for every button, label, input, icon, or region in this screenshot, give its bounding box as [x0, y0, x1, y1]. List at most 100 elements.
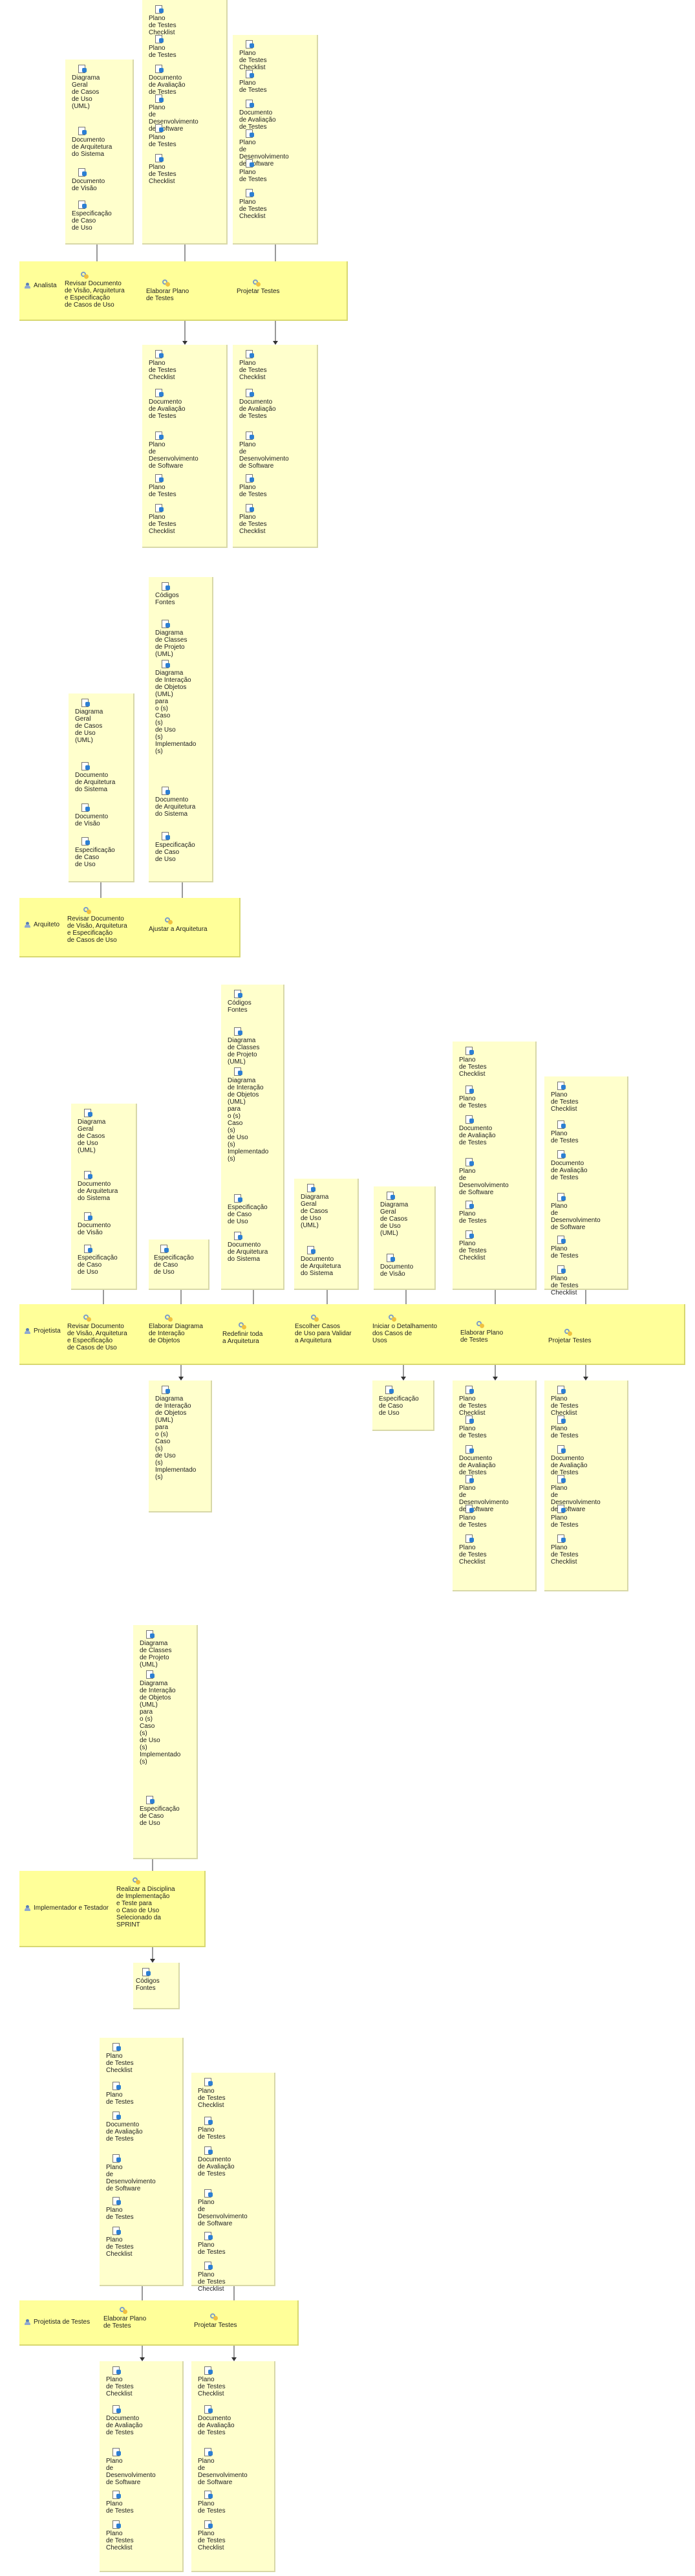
artifact-doc-avaliacao-testes[interactable]: Documento de Avaliação de Testes: [239, 100, 284, 131]
artifact-plano-testes-checklist[interactable]: Plano de Testes Checklist: [459, 1047, 504, 1078]
artifact-doc-avaliacao-testes[interactable]: Documento de Avaliação de Testes: [106, 2112, 151, 2143]
artifact-plano-testes-checklist[interactable]: Plano de Testes Checklist: [106, 2366, 151, 2397]
artifact-doc-avaliacao-testes[interactable]: Documento de Avaliação de Testes: [198, 2405, 243, 2436]
artifact-doc-visao[interactable]: Documento de Visão: [78, 1212, 123, 1236]
artifact-plano-testes-checklist[interactable]: Plano de Testes Checklist: [198, 2262, 243, 2293]
role-analista[interactable]: Analista: [25, 282, 57, 289]
artifact-plano-desenv-software[interactable]: Plano de Desenvolvimento de Software: [239, 431, 289, 470]
artifact-plano-testes-checklist[interactable]: Plano de Testes Checklist: [551, 1265, 596, 1296]
artifact-plano-testes[interactable]: Plano de Testes: [551, 1236, 596, 1260]
artifact-codigos-fontes[interactable]: Códigos Fontes: [228, 990, 273, 1014]
task-elaborar-plano-testes[interactable]: Elaborar Plano de Testes: [103, 2307, 146, 2330]
artifact-plano-testes[interactable]: Plano de Testes: [149, 474, 194, 498]
artifact-doc-avaliacao-testes[interactable]: Documento de Avaliação de Testes: [239, 389, 284, 420]
task-projetar-testes[interactable]: Projetar Testes: [237, 279, 280, 295]
artifact-especificacao-caso-uso[interactable]: Especificação de Caso de Uso: [155, 832, 200, 863]
artifact-diagrama-interacao-objetos[interactable]: Diagrama de Interação de Objetos (UML) p…: [140, 1670, 185, 1765]
artifact-doc-avaliacao-testes[interactable]: Documento de Avaliação de Testes: [149, 65, 194, 96]
artifact-plano-desenv-software[interactable]: Plano de Desenvolvimento de Software: [459, 1475, 509, 1513]
artifact-plano-testes[interactable]: Plano de Testes: [239, 159, 284, 183]
artifact-doc-avaliacao-testes[interactable]: Documento de Avaliação de Testes: [149, 389, 194, 420]
artifact-doc-arquitetura[interactable]: Documento de Arquitetura do Sistema: [301, 1246, 346, 1277]
artifact-plano-testes-checklist[interactable]: Plano de Testes Checklist: [551, 1082, 596, 1113]
artifact-plano-testes-checklist[interactable]: Plano de Testes Checklist: [239, 504, 284, 535]
artifact-plano-testes[interactable]: Plano de Testes: [459, 1415, 504, 1439]
artifact-plano-testes[interactable]: Plano de Testes: [551, 1415, 596, 1439]
artifact-especificacao-caso-uso[interactable]: Especificação de Caso de Uso: [75, 837, 120, 868]
artifact-especificacao-caso-uso[interactable]: Especificação de Caso de Uso: [78, 1245, 123, 1276]
artifact-plano-testes[interactable]: Plano de Testes: [239, 474, 284, 498]
artifact-doc-avaliacao-testes[interactable]: Documento de Avaliação de Testes: [459, 1445, 504, 1476]
task-elaborar-plano-testes[interactable]: Elaborar Plano de Testes: [146, 279, 189, 302]
artifact-doc-arquitetura[interactable]: Documento de Arquitetura do Sistema: [78, 1171, 123, 1202]
artifact-plano-testes-checklist[interactable]: Plano de Testes Checklist: [459, 1230, 504, 1261]
artifact-doc-avaliacao-testes[interactable]: Documento de Avaliação de Testes: [459, 1115, 504, 1146]
artifact-diagrama-geral-casos-uso[interactable]: Diagrama Geral de Casos de Uso (UML): [78, 1109, 123, 1154]
task-revisar-doc-visao[interactable]: Revisar Documento de Visão, Arquitetura …: [65, 272, 125, 309]
artifact-plano-desenv-software[interactable]: Plano de Desenvolvimento de Software: [551, 1193, 601, 1231]
role-implementador-testador[interactable]: Implementador e Testador: [25, 1905, 109, 1912]
artifact-especificacao-caso-uso[interactable]: Especificação de Caso de Uso: [140, 1796, 185, 1827]
artifact-diagrama-geral-casos-uso[interactable]: Diagrama Geral de Casos de Uso (UML): [72, 65, 117, 110]
artifact-plano-testes-checklist[interactable]: Plano de Testes Checklist: [149, 504, 194, 535]
artifact-doc-visao[interactable]: Documento de Visão: [75, 803, 120, 827]
artifact-doc-visao[interactable]: Documento de Visão: [380, 1254, 425, 1278]
role-projetista-testes[interactable]: Projetista de Testes: [25, 2319, 90, 2326]
task-projetar-testes[interactable]: Projetar Testes: [194, 2313, 237, 2329]
artifact-codigos-fontes[interactable]: Códigos Fontes: [155, 582, 200, 606]
artifact-plano-testes-checklist[interactable]: Plano de Testes Checklist: [459, 1386, 504, 1417]
task-revisar-doc-visao[interactable]: Revisar Documento de Visão, Arquitetura …: [67, 907, 127, 944]
artifact-plano-testes-checklist[interactable]: Plano de Testes Checklist: [198, 2520, 243, 2551]
artifact-plano-testes[interactable]: Plano de Testes: [551, 1505, 596, 1529]
artifact-plano-testes-checklist[interactable]: Plano de Testes Checklist: [239, 350, 284, 381]
artifact-especificacao-caso-uso[interactable]: Especificação de Caso de Uso: [379, 1386, 424, 1417]
artifact-plano-desenv-software[interactable]: Plano de Desenvolvimento de Software: [239, 129, 289, 168]
artifact-plano-desenv-software[interactable]: Plano de Desenvolvimento de Software: [459, 1158, 509, 1196]
artifact-plano-testes-checklist[interactable]: Plano de Testes Checklist: [239, 189, 284, 220]
task-iniciar-detalhamento[interactable]: Iniciar o Detalhamento dos Casos de Usos: [372, 1315, 437, 1344]
artifact-plano-testes[interactable]: Plano de Testes: [459, 1505, 504, 1529]
artifact-doc-arquitetura[interactable]: Documento de Arquitetura do Sistema: [155, 787, 200, 818]
artifact-plano-testes-checklist[interactable]: Plano de Testes Checklist: [551, 1534, 596, 1566]
artifact-diagrama-classes-projeto[interactable]: Diagrama de Classes de Projeto (UML): [228, 1027, 273, 1065]
artifact-plano-testes[interactable]: Plano de Testes: [198, 2491, 243, 2515]
artifact-plano-testes-checklist[interactable]: Plano de Testes Checklist: [106, 2043, 151, 2074]
artifact-doc-avaliacao-testes[interactable]: Documento de Avaliação de Testes: [198, 2146, 243, 2178]
role-projetista[interactable]: Projetista: [25, 1327, 61, 1335]
artifact-plano-testes-checklist[interactable]: Plano de Testes Checklist: [149, 5, 194, 36]
artifact-plano-testes-checklist[interactable]: Plano de Testes Checklist: [239, 40, 284, 71]
artifact-plano-testes-checklist[interactable]: Plano de Testes Checklist: [198, 2366, 243, 2397]
artifact-plano-testes-checklist[interactable]: Plano de Testes Checklist: [106, 2520, 151, 2551]
artifact-plano-testes[interactable]: Plano de Testes: [106, 2491, 151, 2515]
task-revisar-doc-visao[interactable]: Revisar Documento de Visão, Arquitetura …: [67, 1315, 127, 1351]
artifact-doc-arquitetura[interactable]: Documento de Arquitetura do Sistema: [72, 127, 117, 158]
artifact-plano-testes[interactable]: Plano de Testes: [551, 1120, 596, 1144]
artifact-plano-testes-checklist[interactable]: Plano de Testes Checklist: [551, 1386, 596, 1417]
task-escolher-casos-uso[interactable]: Escolher Casos de Uso para Validar a Arq…: [295, 1315, 352, 1344]
artifact-diagrama-geral-casos-uso[interactable]: Diagrama Geral de Casos de Uso (UML): [380, 1192, 425, 1237]
artifact-plano-testes-checklist[interactable]: Plano de Testes Checklist: [149, 350, 194, 381]
artifact-plano-testes[interactable]: Plano de Testes: [149, 35, 194, 59]
artifact-especificacao-caso-uso[interactable]: Especificação de Caso de Uso: [228, 1194, 273, 1225]
artifact-especificacao-caso-uso[interactable]: Especificação de Caso de Uso: [154, 1245, 199, 1276]
artifact-plano-testes[interactable]: Plano de Testes: [198, 2232, 243, 2256]
artifact-doc-arquitetura[interactable]: Documento de Arquitetura do Sistema: [228, 1232, 273, 1263]
artifact-doc-avaliacao-testes[interactable]: Documento de Avaliação de Testes: [551, 1150, 596, 1181]
artifact-diagrama-interacao-objetos[interactable]: Diagrama de Interação de Objetos (UML) p…: [155, 660, 200, 755]
task-ajustar-arquitetura[interactable]: Ajustar a Arquitetura: [149, 917, 208, 933]
artifact-plano-desenv-software[interactable]: Plano de Desenvolvimento de Software: [198, 2448, 248, 2486]
artifact-codigos-fontes[interactable]: Códigos Fontes: [136, 1968, 181, 1992]
task-elaborar-diagrama-interacao[interactable]: Elaborar Diagrama de Interação de Objeto…: [149, 1315, 203, 1344]
artifact-diagrama-interacao-objetos[interactable]: Diagrama de Interação de Objetos (UML) p…: [155, 1386, 200, 1481]
artifact-diagrama-classes-projeto[interactable]: Diagrama de Classes de Projeto (UML): [155, 620, 200, 658]
artifact-plano-testes[interactable]: Plano de Testes: [198, 2117, 243, 2141]
artifact-plano-testes[interactable]: Plano de Testes: [106, 2082, 151, 2106]
artifact-plano-testes[interactable]: Plano de Testes: [106, 2197, 151, 2221]
task-elaborar-plano-testes[interactable]: Elaborar Plano de Testes: [460, 1321, 503, 1344]
artifact-plano-desenv-software[interactable]: Plano de Desenvolvimento de Software: [149, 431, 198, 470]
artifact-diagrama-geral-casos-uso[interactable]: Diagrama Geral de Casos de Uso (UML): [301, 1184, 346, 1229]
artifact-doc-avaliacao-testes[interactable]: Documento de Avaliação de Testes: [106, 2405, 151, 2436]
artifact-diagrama-geral-casos-uso[interactable]: Diagrama Geral de Casos de Uso (UML): [75, 699, 120, 744]
artifact-plano-testes-checklist[interactable]: Plano de Testes Checklist: [198, 2078, 243, 2109]
artifact-diagrama-classes-projeto[interactable]: Diagrama de Classes de Projeto (UML): [140, 1630, 185, 1668]
